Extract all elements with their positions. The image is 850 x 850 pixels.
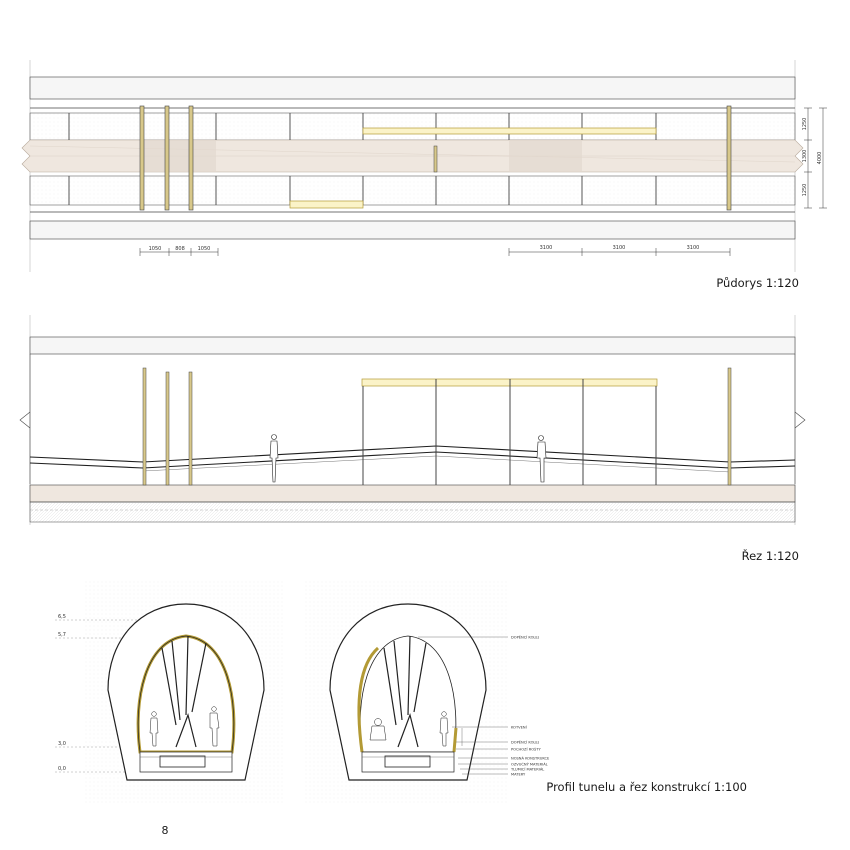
level-label: 3,0 <box>58 741 66 747</box>
plan-walkway-shade <box>143 140 216 172</box>
dim-label: 1250 <box>802 118 808 131</box>
level-label: 0,0 <box>58 766 66 772</box>
annotation: NOSNÁ KONSTRUKCE <box>511 756 550 761</box>
section-ceiling <box>29 336 796 355</box>
dim-label: 3100 <box>540 245 553 251</box>
plan-mesh-bottom <box>29 175 796 206</box>
section-substructure <box>29 501 796 523</box>
plan-top-wall <box>29 76 796 100</box>
tunnel-profile-right: DOPĚNCÍ KOLEJ KOTVENÍ DOPĚNCÍ KOLEJ POCH… <box>329 603 550 781</box>
section-caption: Řez 1:120 <box>742 548 799 563</box>
annotation: POCHOZÍ ROŠTY <box>511 747 542 752</box>
plan-drawing: 1050 808 1050 3100 3100 3100 1250 1300 <box>21 60 827 290</box>
dim-label: 3100 <box>613 245 626 251</box>
level-label: 5,7 <box>58 632 66 638</box>
dim-label: 3100 <box>687 245 700 251</box>
section-drawing: Řez 1:120 <box>19 315 806 563</box>
level-markers: 6,5 5,7 3,0 0,0 <box>55 614 145 773</box>
tunnel-profiles: 6,5 5,7 3,0 0,0 <box>55 580 747 805</box>
dim-label: 1050 <box>198 246 211 252</box>
plan-bottom-wall <box>29 220 796 240</box>
plan-dimensions-right: 3100 3100 3100 <box>508 245 731 256</box>
plan-post <box>188 105 194 211</box>
plan-dimensions-left: 1050 808 1050 <box>139 246 219 256</box>
page-number: 8 <box>162 824 169 837</box>
level-label: 6,5 <box>58 614 66 620</box>
annotation: DOPĚNCÍ KOLEJ <box>511 740 539 745</box>
plan-person <box>433 145 438 173</box>
plan-dimensions-vertical: 1250 1300 1250 4000 <box>802 107 827 209</box>
section-person <box>269 434 279 483</box>
annotation: MATERY <box>511 773 526 777</box>
dim-total-label: 4000 <box>817 152 823 165</box>
plan-post <box>139 105 145 211</box>
section-posts <box>142 367 732 486</box>
plan-walkway-shade <box>509 140 582 172</box>
annotation: DOPĚNCÍ KOLEJ <box>511 635 539 640</box>
profile-caption: Profil tunelu a řez konstrukcí 1:100 <box>546 780 747 794</box>
plan-post <box>164 105 170 211</box>
plan-caption: Půdorys 1:120 <box>716 276 799 290</box>
plan-mesh-top <box>29 112 796 141</box>
plan-bench <box>289 200 364 209</box>
annotation: TLUMICÍ MATERIÁL <box>510 767 544 772</box>
section-canopy <box>361 378 658 485</box>
annotation: KOTVENÍ <box>511 725 527 730</box>
tunnel-profile-left <box>107 603 265 781</box>
section-person <box>536 435 547 483</box>
plan-post <box>726 105 732 211</box>
annotation: OZVUČNÝ MATERIÁL <box>511 762 548 767</box>
plan-posts <box>139 105 732 211</box>
section-floor <box>29 484 796 503</box>
dim-label: 1050 <box>149 246 162 252</box>
dim-label: 1250 <box>802 184 808 197</box>
dim-label: 808 <box>175 246 185 252</box>
dim-label: 1300 <box>802 150 808 163</box>
plan-canopy <box>362 127 657 135</box>
